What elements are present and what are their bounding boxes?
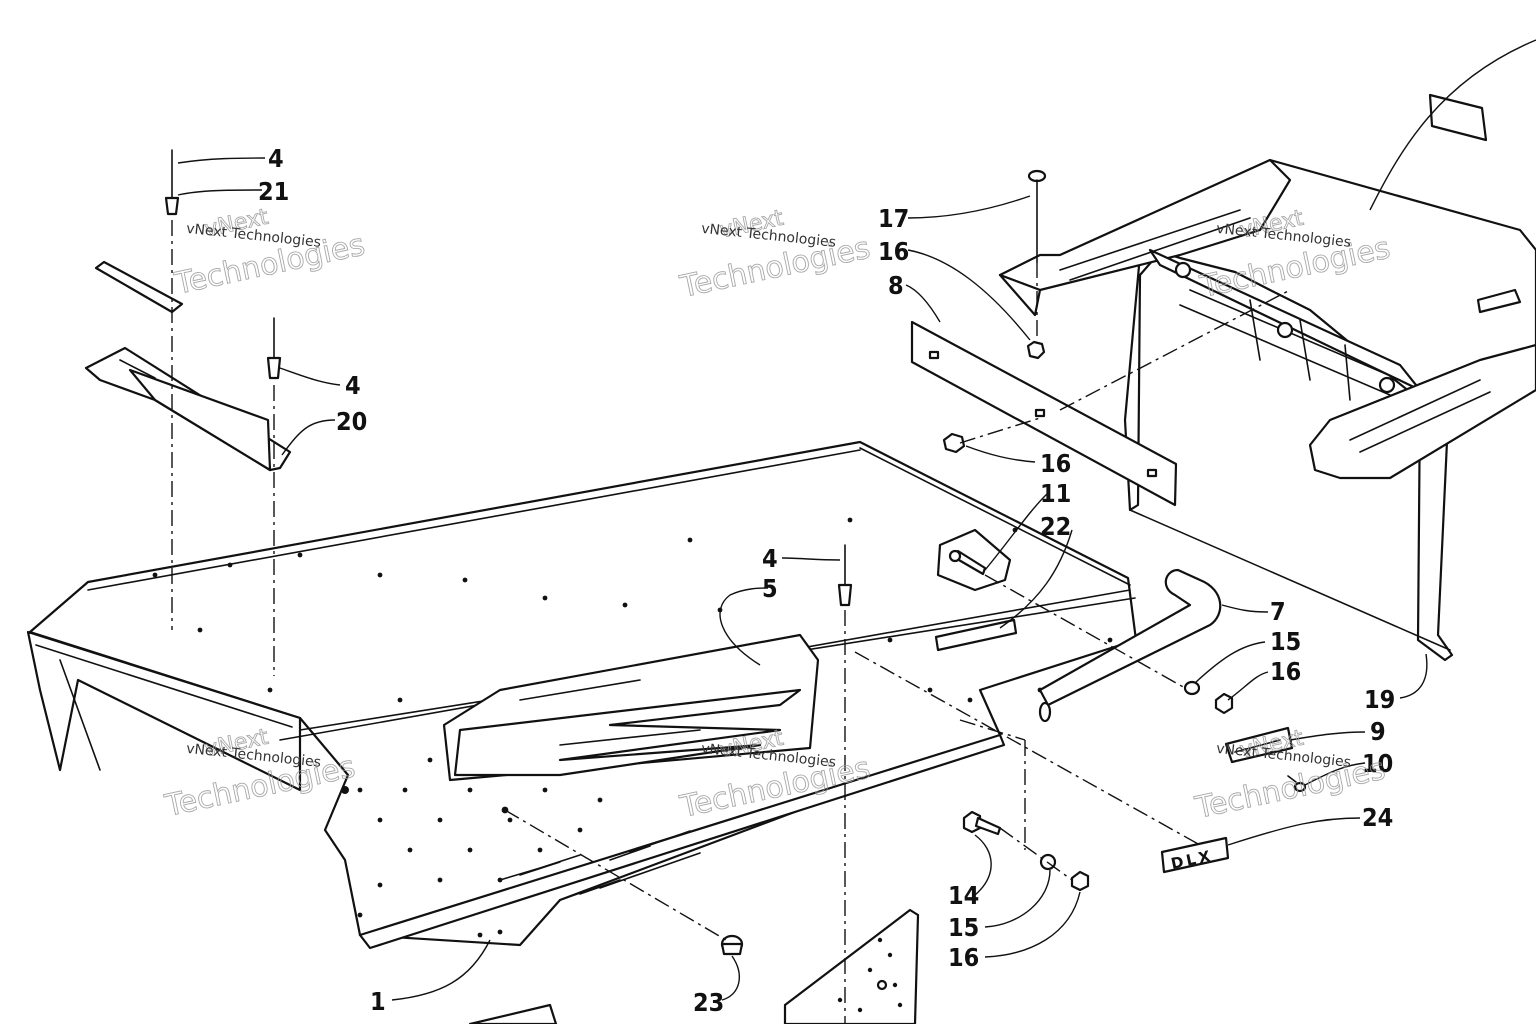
callout-11: 11 bbox=[1040, 479, 1071, 508]
callout-24: 24 bbox=[1362, 803, 1393, 832]
strip-part-21 bbox=[94, 260, 184, 314]
deck-holes bbox=[152, 517, 1113, 938]
bolt-part-14 bbox=[962, 810, 1002, 836]
bracket-bar-part-8 bbox=[910, 320, 1178, 507]
callout-23: 23 bbox=[693, 988, 724, 1017]
nut-part-16-a bbox=[1026, 340, 1046, 360]
decal-part-9 bbox=[1224, 726, 1294, 764]
callout-15-bottom: 15 bbox=[948, 913, 979, 942]
callout-8: 8 bbox=[888, 271, 904, 300]
callout-16-middle: 16 bbox=[1040, 449, 1071, 478]
callout-19: 19 bbox=[1364, 685, 1395, 714]
callout-5: 5 bbox=[762, 574, 778, 603]
dlx-decal-part-24: DLX bbox=[1160, 836, 1230, 874]
bracket-part-11 bbox=[936, 528, 1012, 592]
rivet-part-4-b bbox=[266, 317, 282, 380]
side-decal-part-5 bbox=[442, 633, 820, 782]
callout-16-bottom: 16 bbox=[948, 943, 979, 972]
lower-bracket-right bbox=[783, 908, 920, 1024]
rivet-part-10 bbox=[1287, 775, 1307, 793]
perforated-area bbox=[499, 830, 701, 901]
callout-20: 20 bbox=[336, 407, 367, 436]
spacer-part-22 bbox=[934, 618, 1018, 652]
reinforcement-part-20 bbox=[84, 346, 292, 472]
nut-part-16-d bbox=[1070, 870, 1090, 892]
callout-9: 9 bbox=[1370, 717, 1386, 746]
rear-bumper-part-19 bbox=[998, 158, 1536, 662]
callout-1: 1 bbox=[370, 987, 386, 1016]
rivet-part-4-c bbox=[837, 544, 853, 607]
nut-part-16-c bbox=[1214, 692, 1234, 715]
callout-7: 7 bbox=[1270, 597, 1286, 626]
rivet-part-4-a bbox=[164, 149, 180, 216]
assembly-lines bbox=[171, 220, 1291, 1024]
bolt-part-17 bbox=[1027, 169, 1047, 263]
callout-17: 17 bbox=[878, 204, 909, 233]
callout-15-right: 15 bbox=[1270, 627, 1301, 656]
handle-part-7 bbox=[1038, 568, 1222, 723]
plug-part-23 bbox=[720, 934, 744, 956]
callout-21: 21 bbox=[258, 177, 289, 206]
nut-part-16-b bbox=[942, 432, 966, 454]
callout-4-middle: 4 bbox=[345, 371, 361, 400]
washer-part-15-a bbox=[1183, 680, 1201, 696]
lower-bracket-left bbox=[468, 1003, 558, 1024]
callout-14: 14 bbox=[948, 881, 979, 910]
reflector bbox=[1428, 93, 1488, 142]
callout-22: 22 bbox=[1040, 512, 1071, 541]
callout-4-center: 4 bbox=[762, 544, 778, 573]
callout-16-top: 16 bbox=[878, 237, 909, 266]
leader-lines bbox=[177, 39, 1536, 1001]
callout-16-right: 16 bbox=[1270, 657, 1301, 686]
callouts: 4 21 4 20 17 16 8 16 11 22 4 5 7 15 16 1… bbox=[258, 144, 1395, 1017]
callout-4-top: 4 bbox=[268, 144, 284, 173]
callout-10: 10 bbox=[1362, 749, 1393, 778]
watermark-2: vNext Technologies bbox=[676, 205, 874, 305]
